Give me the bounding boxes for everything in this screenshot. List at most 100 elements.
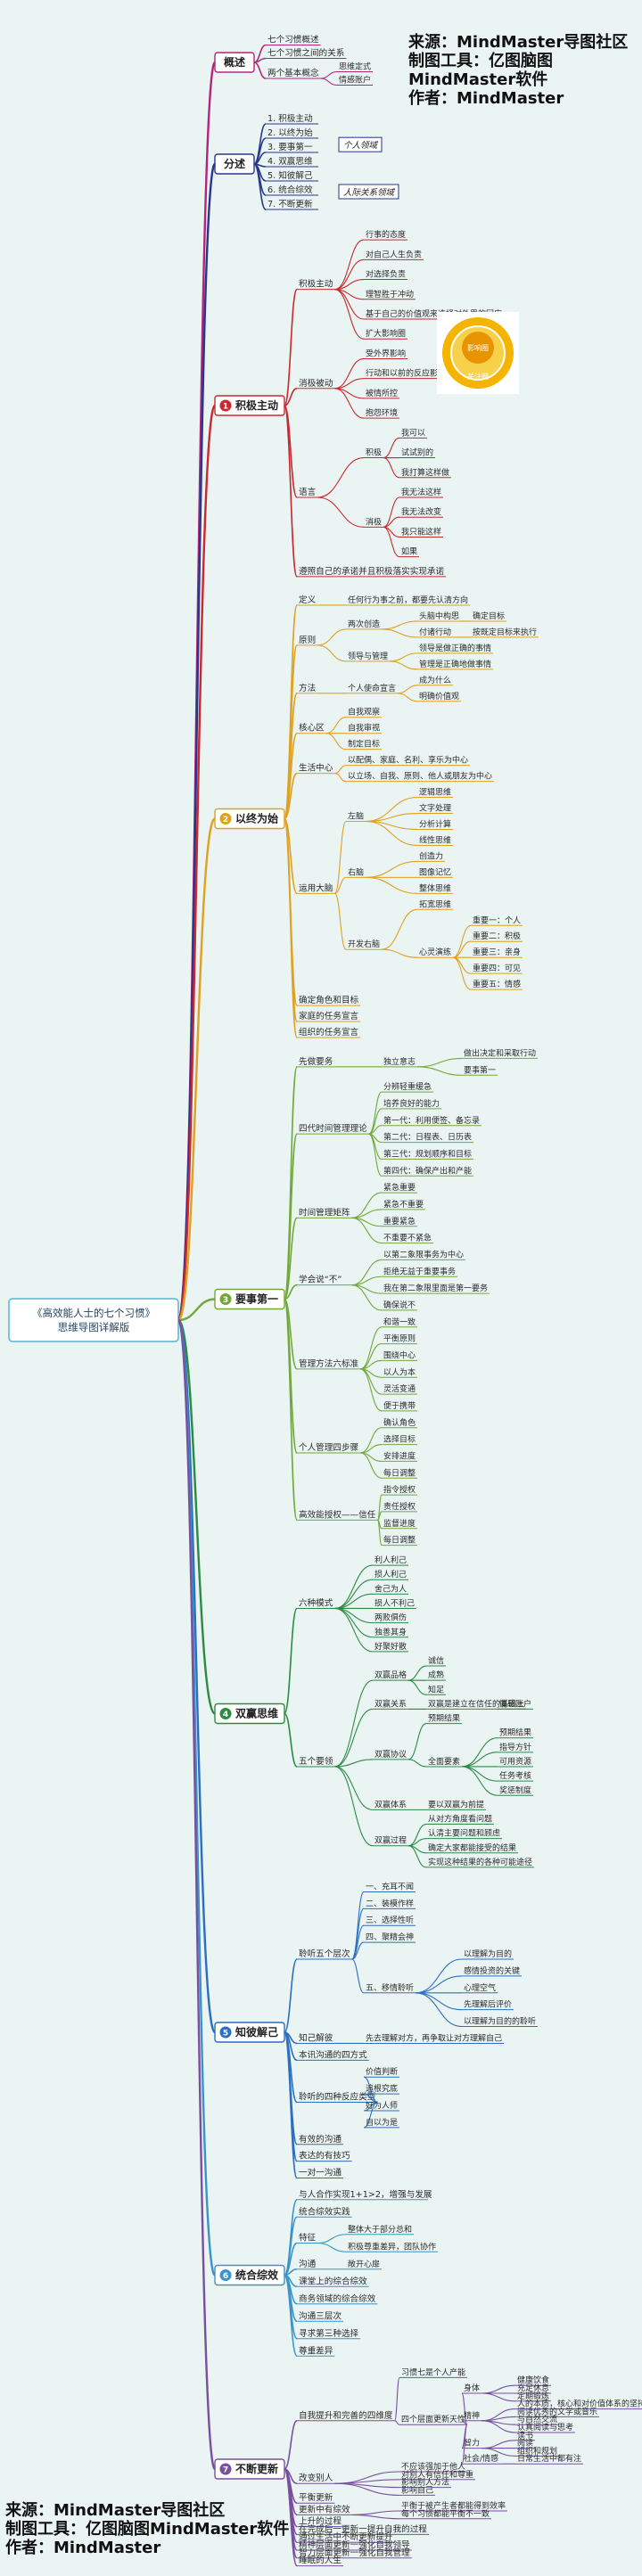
node-connector xyxy=(482,2393,515,2401)
node-connector xyxy=(482,2441,515,2449)
topic-node: 好为人师 xyxy=(364,2100,399,2111)
branch-label: 双赢思维 xyxy=(235,1707,278,1720)
topic-node: 消极 xyxy=(364,516,383,527)
topic-node: 三、选择性听 xyxy=(364,1915,416,1925)
topic-label: 围绕中心 xyxy=(383,1350,416,1360)
topic-label: 文字处理 xyxy=(419,803,451,814)
topic-node: 受外界影响 xyxy=(364,348,407,358)
topic-node: 监督进度 xyxy=(382,1518,417,1529)
node-connector xyxy=(334,766,346,774)
branch-label: 积极主动 xyxy=(235,398,278,412)
topic-label: 试试别的 xyxy=(401,447,433,458)
node-connector xyxy=(482,2416,515,2420)
topic-node: 第四代：确保产出和产能 xyxy=(382,1165,473,1176)
node-connector xyxy=(416,1959,462,1993)
topic-node: 平衡更新 xyxy=(297,2492,334,2503)
topic-label: 便于携带 xyxy=(383,1400,416,1411)
node-connector xyxy=(326,718,346,734)
topic-node: 知足 xyxy=(426,1684,446,1694)
topic-label: 选择目标 xyxy=(383,1434,416,1445)
credit-author: 作者：MindMaster xyxy=(5,2539,289,2557)
topic-label: 和谐一致 xyxy=(383,1317,416,1327)
topic-node: 损人不利己 xyxy=(373,1597,416,1608)
topic-label: 全面要素 xyxy=(428,1756,460,1767)
topic-label: 分辨轻重缓急 xyxy=(383,1081,432,1092)
topic-label: 影响自己 xyxy=(401,2484,433,2495)
topic-node: 以配偶、家庭、名利、享乐为中心 xyxy=(346,755,470,766)
topic-label: 受外界影响 xyxy=(366,348,406,358)
node-connector xyxy=(462,1738,498,1767)
topic-label: 智力 xyxy=(464,2438,480,2449)
topic-node: 重要五：情感 xyxy=(471,979,523,989)
topic-node: 两个基本概念 xyxy=(266,68,321,78)
topic-label: 责任授权 xyxy=(383,1501,416,1512)
branch-connector xyxy=(178,1320,215,2276)
group-label: 人际关系领域 xyxy=(343,188,396,198)
topic-label: 二、装模作样 xyxy=(366,1898,414,1908)
node-connector xyxy=(284,1959,297,2032)
topic-label: 我打算这样做 xyxy=(401,467,449,478)
topic-label: 五、移情聆听 xyxy=(366,1982,414,1993)
topic-label: 行事的态度 xyxy=(366,229,406,240)
branch-number: 4 xyxy=(223,1710,228,1719)
node-connector xyxy=(395,2421,399,2424)
node-connector xyxy=(334,774,346,782)
topic-node: 文字处理 xyxy=(417,803,453,814)
topic-label: 1. 积极主动 xyxy=(268,113,313,124)
node-connector xyxy=(317,2244,346,2252)
node-connector xyxy=(334,240,364,290)
topic-label: 第二代：日程表、日历表 xyxy=(383,1132,472,1143)
topic-label: 紧急不重要 xyxy=(383,1199,424,1210)
node-connector xyxy=(383,458,399,478)
topic-node: 被情所控 xyxy=(364,388,399,398)
topic-node: 头脑中构思 xyxy=(417,611,461,621)
topic-node: 自我观察 xyxy=(346,707,382,718)
topic-node: 寻求第三种选择 xyxy=(297,2328,360,2339)
topic-node: 7. 不断更新 xyxy=(266,199,318,209)
topic-label: 一、充耳不闻 xyxy=(366,1881,414,1891)
topic-label: 任何行为事之前，都要先认清方向 xyxy=(348,595,468,605)
node-connector xyxy=(334,1608,373,1637)
topic-label: 分析计算 xyxy=(419,818,451,829)
topic-node: 睡眠的人生 xyxy=(297,2555,343,2566)
topic-node: 紧急不重要 xyxy=(382,1199,425,1210)
topic-node: 自我审视 xyxy=(346,723,382,734)
topic-label: 原则 xyxy=(299,635,316,645)
node-connector xyxy=(453,925,471,957)
topic-label: 先去理解对方，再争取让对方理解自己 xyxy=(366,2032,502,2043)
topic-node: 预期结果 xyxy=(498,1727,533,1738)
node-connector xyxy=(317,2235,346,2244)
topic-node: 第二代：日程表、日历表 xyxy=(382,1132,473,1143)
topic-label: 寻求第三种选择 xyxy=(299,2328,359,2339)
topic-label: 定义 xyxy=(299,595,317,605)
topic-node: 我无法改变 xyxy=(399,506,443,517)
topic-node: 语言 xyxy=(297,487,317,497)
topic-node: 自以为是 xyxy=(364,2117,399,2128)
topic-node: 我打算这样做 xyxy=(399,467,451,478)
topic-node: 定义 xyxy=(297,595,317,605)
topic-label: 拓宽思维 xyxy=(419,898,451,909)
node-connector xyxy=(326,734,346,750)
credit-source: 来源：MindMaster导图社区 xyxy=(5,2501,289,2520)
topic-label: 我无法这样 xyxy=(401,487,441,497)
topic-node: 有效的沟通 xyxy=(297,2134,343,2145)
topic-label: 重要二：积极 xyxy=(473,931,521,941)
topic-label: 第四代：确保产出和产能 xyxy=(383,1165,472,1176)
topic-label: 重要四：可见 xyxy=(473,963,521,973)
topic-node: 理智胜于冲动 xyxy=(364,289,416,299)
node-connector xyxy=(366,861,417,877)
topic-label: 七个习惯概述 xyxy=(268,35,319,45)
topic-node: 任务考核 xyxy=(498,1770,533,1781)
topic-node: 拓宽思维 xyxy=(417,898,453,909)
branch-yaoshi: 3要事第一 xyxy=(215,1290,284,1309)
topic-label: 自我观察 xyxy=(348,707,380,718)
topic-node: 以理解为目的 xyxy=(462,1948,514,1959)
topic-node: 更新中有综效 xyxy=(297,2504,352,2514)
branch-number: 6 xyxy=(223,2272,228,2281)
topic-node: 五、移情聆听 xyxy=(364,1982,416,1993)
topic-node: 确保说不 xyxy=(382,1300,417,1310)
node-connector xyxy=(416,1976,462,1993)
topic-label: 被情所控 xyxy=(366,388,398,398)
